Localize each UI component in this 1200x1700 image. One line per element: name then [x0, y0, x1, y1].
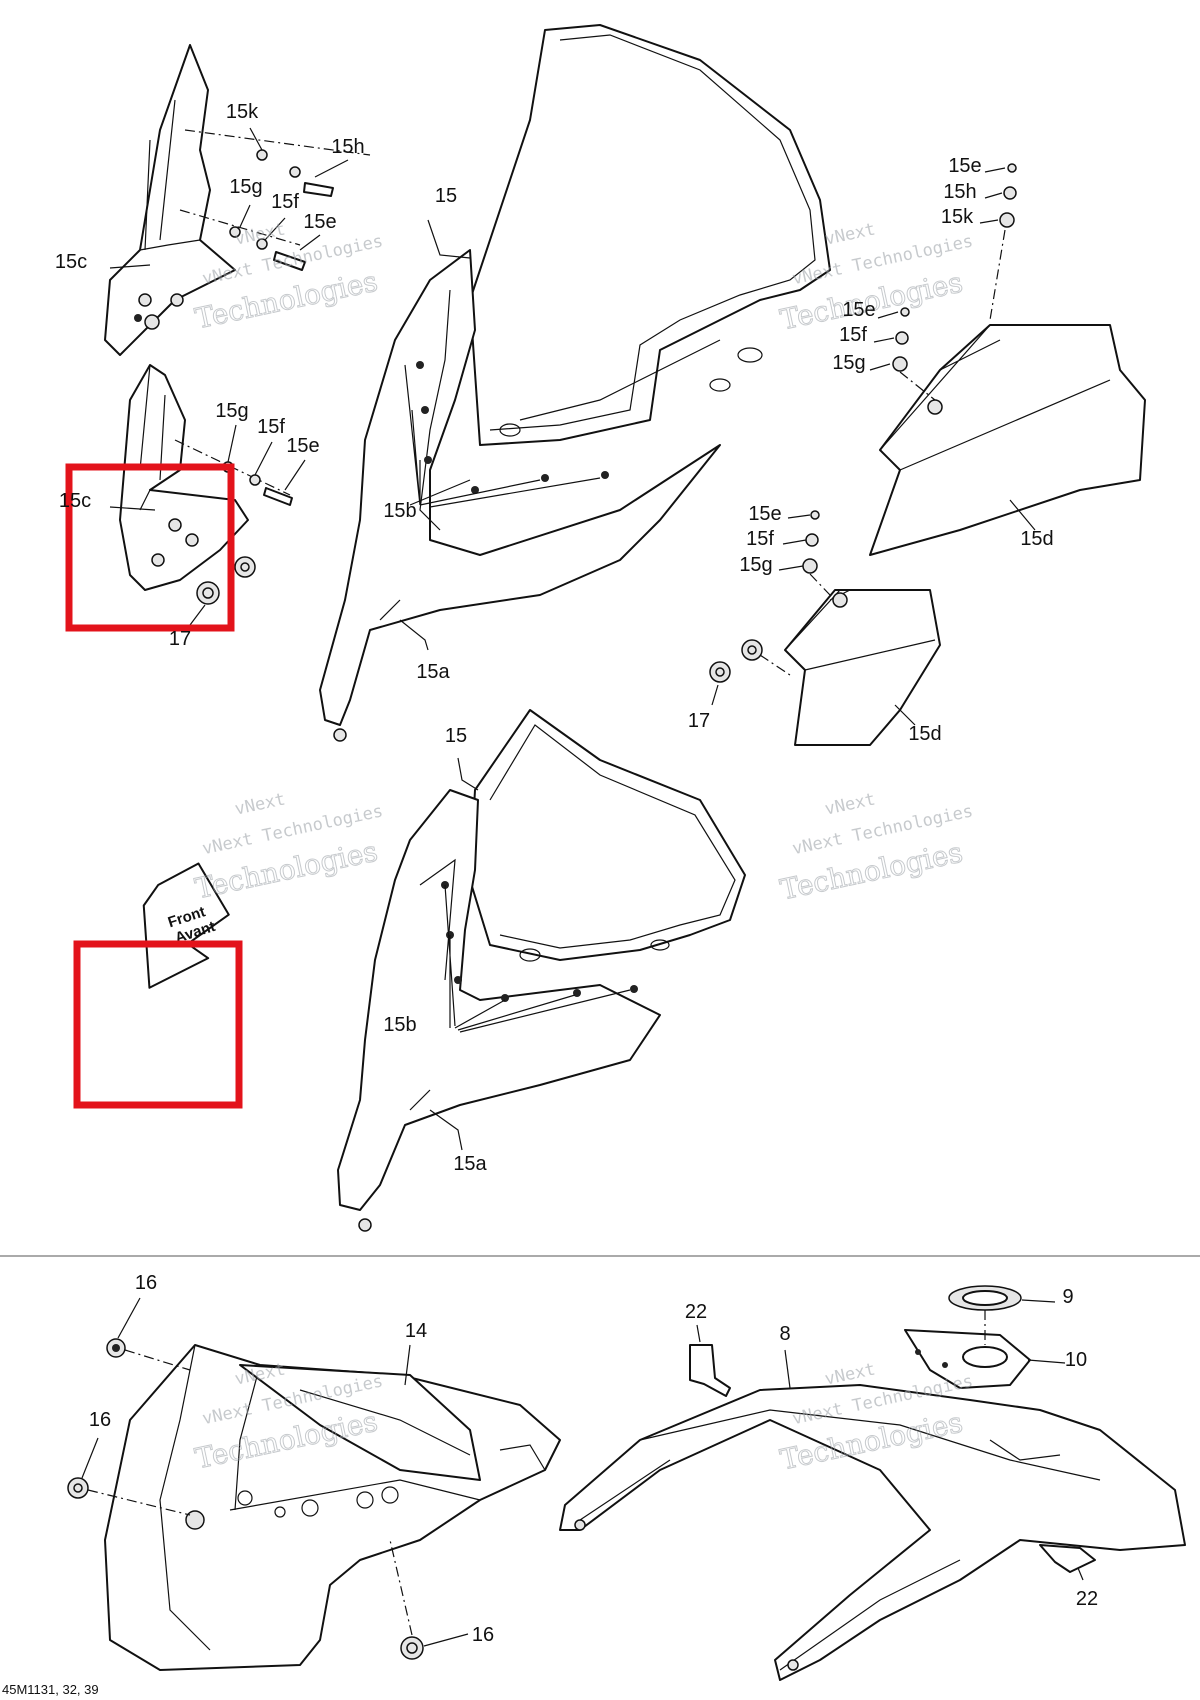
bracket-15c-upper [104, 44, 236, 356]
part-label-14: 14 [405, 1320, 427, 1342]
part-label-10: 10 [1065, 1349, 1087, 1371]
windshield-15-bottom [469, 709, 746, 962]
part-label-16-mid: 16 [89, 1409, 111, 1431]
part-label-15g-mid: 15g [215, 400, 248, 422]
part-label-8: 8 [779, 1323, 790, 1345]
part-label-15h-rt: 15h [943, 181, 976, 203]
clips-22 [689, 1324, 1096, 1581]
part-label-15b-bot: 15b [383, 1014, 416, 1036]
bracket-15c-mid [119, 364, 249, 591]
part-label-15a-bot: 15a [453, 1153, 487, 1175]
watermark-mid-left: vNext vNext Technologies Technologies [192, 789, 385, 905]
part-label-15b-top: 15b [383, 500, 416, 522]
part-label-15e-top: 15e [303, 211, 336, 233]
hardware-stack-right-lower [709, 510, 916, 726]
part-label-15e-rt: 15e [948, 155, 981, 177]
part-label-22-top: 22 [685, 1301, 707, 1323]
part-label-15-top: 15 [435, 185, 457, 207]
part-label-16-bot: 16 [472, 1624, 494, 1646]
part-label-22-bot: 22 [1076, 1588, 1098, 1610]
part-label-15e-mid: 15e [286, 435, 319, 457]
part-label-15h-top: 15h [331, 136, 364, 158]
hardware-stack-upper-left [109, 127, 371, 271]
gasket-9-and-plate-10 [904, 1285, 1066, 1389]
part-label-15f-mid: 15f [257, 416, 285, 438]
part-label-15d-rb: 15d [908, 723, 941, 745]
part-label-17-right: 17 [688, 710, 710, 732]
watermark-mid-right: vNext vNext Technologies Technologies [777, 789, 975, 907]
part-label-9: 9 [1062, 1286, 1073, 1308]
svg-text:vNext: vNext [823, 219, 877, 249]
panel-15d-upper [869, 324, 1146, 556]
drawing-code: 45M1131, 32, 39 [2, 1682, 99, 1697]
hood-8 [559, 1349, 1186, 1681]
part-label-15g-rm: 15g [832, 352, 865, 374]
cowl-15a-bottom [337, 757, 661, 1232]
part-label-15f-rm: 15f [839, 324, 867, 346]
highlight-box-lower [73, 940, 243, 1109]
part-label-15k-rt: 15k [941, 206, 974, 228]
part-label-15d-rt: 15d [1020, 528, 1053, 550]
part-label-15c-mid: 15c [59, 490, 91, 512]
part-label-15f-rl: 15f [746, 528, 774, 550]
part-label-15g-top: 15g [229, 176, 262, 198]
part-label-15g-rl: 15g [739, 554, 772, 576]
svg-text:vNext: vNext [823, 789, 877, 819]
svg-text:vNext: vNext [233, 789, 287, 819]
part-label-16-top: 16 [135, 1272, 157, 1294]
windshield-15-top [469, 24, 831, 446]
part-label-15f-top: 15f [271, 191, 299, 213]
nose-cone-14 [104, 1344, 561, 1671]
grommets-16 [67, 1297, 469, 1660]
highlight-box-upper [65, 463, 235, 632]
part-label-15-bot: 15 [445, 725, 467, 747]
part-label-15e-rm: 15e [842, 299, 875, 321]
part-label-15e-rl: 15e [748, 503, 781, 525]
cowl-15a-top [319, 219, 721, 742]
part-labels: 15k15h15g15f15e15c1515b15a15g15f15e15c17… [55, 101, 1098, 1646]
watermark-top-left: vNext vNext Technologies Technologies [192, 219, 385, 335]
part-label-15k-top: 15k [226, 101, 259, 123]
hardware-stack-right-upper [869, 163, 1036, 531]
panel-15d-lower [784, 589, 941, 746]
part-label-15a-top: 15a [416, 661, 450, 683]
part-label-17-left: 17 [169, 628, 191, 650]
part-label-15c-top: 15c [55, 251, 87, 273]
